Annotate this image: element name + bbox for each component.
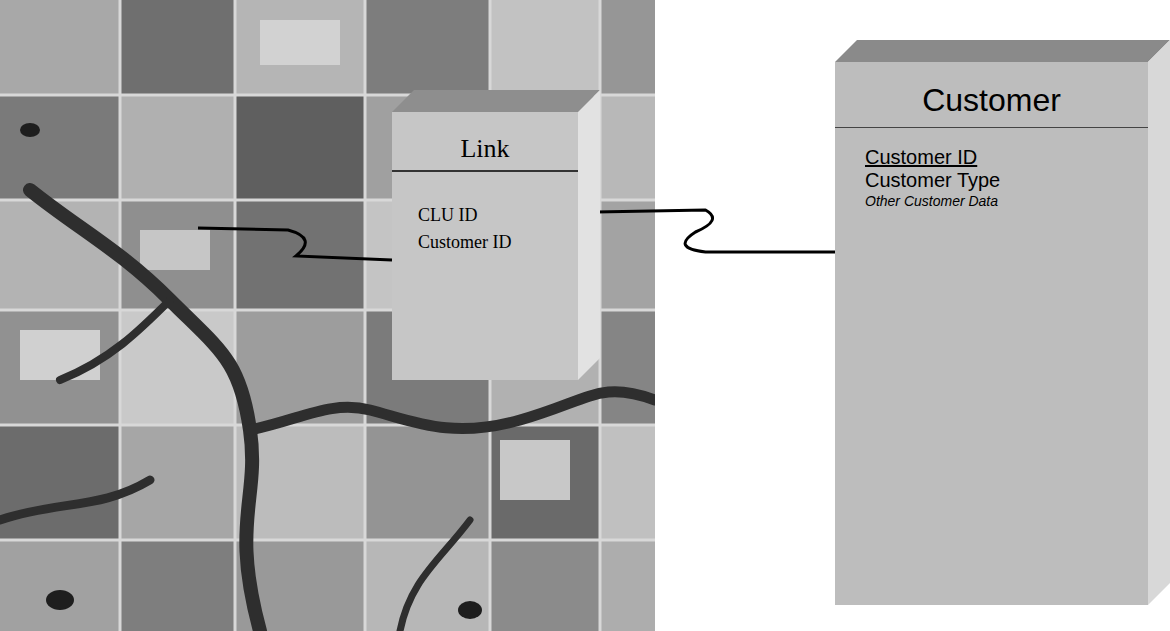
attribute-text: Customer ID	[865, 146, 977, 169]
attribute-row: CLU ID	[418, 202, 564, 229]
attribute-text: Customer Type	[865, 169, 1000, 192]
attribute-row: Customer ID	[865, 146, 1134, 169]
attribute-text: CLU ID	[418, 202, 478, 229]
entity-header: Customer	[835, 62, 1148, 128]
attribute-row: Customer ID	[418, 229, 564, 256]
entity-title: Link	[460, 134, 509, 164]
box-depth	[835, 40, 1170, 605]
attribute-list: CLU IDCustomer ID	[392, 172, 578, 256]
entity-box: LinkCLU IDCustomer ID	[392, 112, 578, 380]
relationship-line	[596, 210, 835, 252]
entity-box: CustomerCustomer IDCustomer TypeOther Cu…	[835, 62, 1148, 605]
attribute-text: Other Customer Data	[865, 193, 998, 209]
attribute-row: Other Customer Data	[865, 192, 1134, 210]
entity-title: Customer	[922, 82, 1061, 119]
attribute-list: Customer IDCustomer TypeOther Customer D…	[835, 128, 1148, 210]
attribute-text: Customer ID	[418, 229, 512, 256]
entity-header: Link	[392, 112, 578, 172]
attribute-row: Customer Type	[865, 169, 1134, 192]
leader-line	[198, 228, 392, 260]
